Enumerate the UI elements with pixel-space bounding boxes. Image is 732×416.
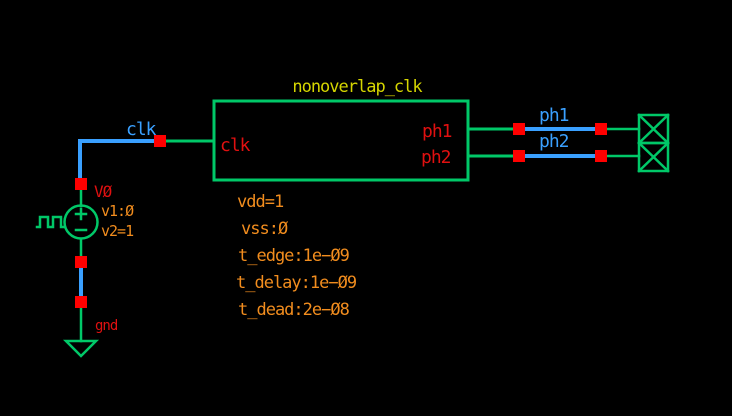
vsource-name-label[interactable]: VØ xyxy=(94,182,114,201)
pin-square-ph1-right[interactable] xyxy=(595,123,607,135)
pin-label-ph2: ph2 xyxy=(421,147,451,168)
param-vss[interactable]: vss:Ø xyxy=(241,219,289,239)
param-vdd[interactable]: vdd=1 xyxy=(237,192,285,212)
param-t-dead[interactable]: t_dead:2e−Ø8 xyxy=(238,300,351,320)
instance-cell-name-label[interactable]: nonoverlap_clk xyxy=(292,77,423,97)
noconn-symbol-ph2[interactable] xyxy=(605,141,670,173)
net-label-ph1[interactable]: ph1 xyxy=(539,105,570,126)
noconn-ph1-x-icon xyxy=(637,113,670,145)
noconn-ph2-box xyxy=(637,141,670,173)
instance-parameter-labels: vdd=1 vss:Ø t_edge:1e−Ø9 t_delay:1e−Ø9 t… xyxy=(236,192,358,320)
noconn-symbol-ph1[interactable] xyxy=(605,113,670,145)
net-label-clk[interactable]: clk xyxy=(126,119,158,140)
pulse-waveform-icon xyxy=(35,215,66,229)
pin-square-gnd[interactable] xyxy=(75,296,87,308)
vsource-v1-label[interactable]: v1:Ø xyxy=(101,202,135,220)
gnd-symbol[interactable] xyxy=(62,306,100,358)
gnd-triangle-icon xyxy=(62,339,100,358)
vsource-symbol[interactable] xyxy=(35,188,99,258)
pin-square-vsource-plus[interactable] xyxy=(75,178,87,190)
net-label-ph2[interactable]: ph2 xyxy=(539,131,570,152)
param-t-edge[interactable]: t_edge:1e−Ø9 xyxy=(238,246,351,266)
instance-nonoverlap-clk[interactable]: clk ph1 ph2 xyxy=(164,99,516,182)
pin-label-clk: clk xyxy=(220,135,251,156)
wire-clk[interactable] xyxy=(78,139,156,182)
noconn-ph2-x-icon xyxy=(637,141,670,173)
pin-label-ph1: ph1 xyxy=(422,121,452,142)
pin-square-vsource-minus[interactable] xyxy=(75,256,87,268)
pin-square-ph1-left[interactable] xyxy=(513,123,525,135)
pin-square-ph2-right[interactable] xyxy=(595,150,607,162)
vsource-v2-label[interactable]: v2=1 xyxy=(101,222,135,240)
pin-square-ph2-left[interactable] xyxy=(513,150,525,162)
pin-square-clk-junction[interactable] xyxy=(154,135,166,147)
gnd-label[interactable]: gnd xyxy=(95,318,119,334)
param-t-delay[interactable]: t_delay:1e−Ø9 xyxy=(236,273,358,293)
